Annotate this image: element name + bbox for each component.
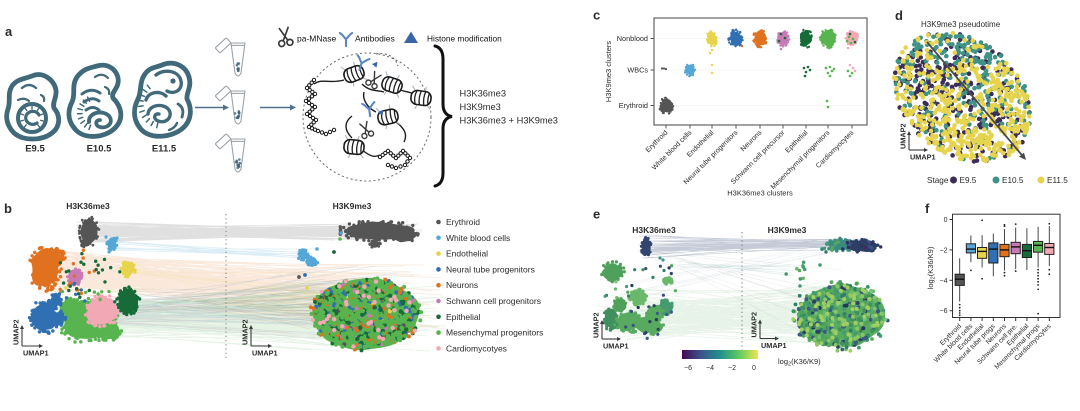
svg-text:−4: −4 [706,365,714,372]
svg-text:H3K9me3: H3K9me3 [460,102,501,112]
svg-text:d: d [895,8,903,23]
svg-text:−4: −4 [940,278,948,285]
svg-text:UMAP1: UMAP1 [252,349,278,358]
svg-text:H3K36me3: H3K36me3 [460,89,507,99]
svg-text:b: b [4,201,12,216]
svg-text:Endothelial: Endothelial [446,249,488,259]
svg-text:f: f [925,201,930,216]
svg-text:H3K36me3 clusters: H3K36me3 clusters [727,189,793,198]
svg-text:Mesenchymal progenitors: Mesenchymal progenitors [446,328,543,338]
svg-text:Nonblood: Nonblood [617,34,648,43]
svg-text:0: 0 [752,365,756,372]
svg-text:UMAP1: UMAP1 [23,349,49,358]
svg-text:UMAP2: UMAP2 [12,319,21,345]
svg-text:UMAP1: UMAP1 [603,342,629,351]
svg-text:H3K36me3 + H3K9me3: H3K36me3 + H3K9me3 [460,116,558,126]
svg-text:Schwann cell progenitors: Schwann cell progenitors [446,296,541,306]
svg-text:Cardiomycotyes: Cardiomycotyes [446,343,507,353]
svg-text:c: c [593,8,600,23]
svg-text:Erythroid: Erythroid [619,101,648,110]
svg-text:e: e [593,207,600,222]
svg-text:log2(K36/K9): log2(K36/K9) [778,357,821,368]
svg-text:UMAP2: UMAP2 [592,312,601,338]
svg-text:Erythroid: Erythroid [446,217,480,227]
svg-text:a: a [5,24,13,39]
svg-text:Histone modification: Histone modification [427,34,502,44]
svg-text:H3K36me3: H3K36me3 [632,225,676,235]
svg-text:E9.5: E9.5 [960,176,977,185]
svg-text:−6: −6 [940,308,948,315]
svg-text:H3K9me3: H3K9me3 [333,201,372,211]
svg-text:Epithelial: Epithelial [446,312,481,322]
svg-text:E10.5: E10.5 [1002,176,1024,185]
svg-text:E11.5: E11.5 [1047,176,1068,185]
svg-text:Neural tube progenitors: Neural tube progenitors [446,264,535,274]
svg-text:H3K9me3 pseudotime: H3K9me3 pseudotime [921,20,1001,29]
svg-text:Antibodies: Antibodies [355,34,395,44]
svg-text:−6: −6 [684,365,692,372]
svg-text:WBCs: WBCs [627,66,648,75]
svg-text:H3K9me3: H3K9me3 [768,225,807,235]
svg-text:−2: −2 [940,247,948,254]
svg-text:White blood cells: White blood cells [446,233,510,243]
svg-text:0: 0 [944,217,948,224]
svg-text:Stage: Stage [927,176,949,185]
svg-text:log2(K36/K9): log2(K36/K9) [926,246,937,289]
svg-text:UMAP2: UMAP2 [899,123,908,149]
svg-text:UMAP2: UMAP2 [241,319,250,345]
svg-text:UMAP2: UMAP2 [750,312,759,338]
svg-text:H3K36me3: H3K36me3 [66,201,110,211]
svg-text:UMAP1: UMAP1 [761,341,787,350]
svg-text:pa-MNase: pa-MNase [297,34,336,44]
svg-text:H3K9me3 clusters: H3K9me3 clusters [604,41,613,103]
svg-text:Neurons: Neurons [446,280,478,290]
svg-text:E9.5: E9.5 [25,144,45,155]
svg-text:−2: −2 [728,365,736,372]
svg-text:E10.5: E10.5 [87,144,113,155]
svg-text:E11.5: E11.5 [152,144,177,155]
svg-text:UMAP1: UMAP1 [910,153,936,162]
